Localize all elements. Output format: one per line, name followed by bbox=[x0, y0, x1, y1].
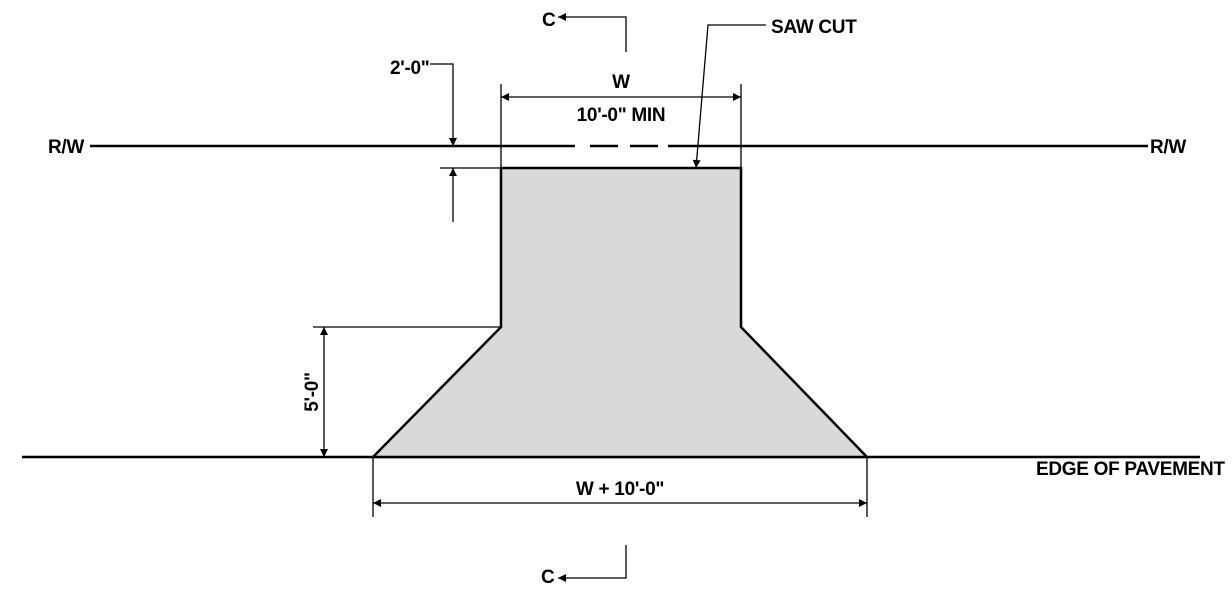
width-minimum-label: 10'-0" MIN bbox=[577, 105, 666, 126]
saw-cut-leader bbox=[692, 24, 766, 169]
section-marker-bottom-leader bbox=[558, 545, 627, 582]
right-of-way-label-right: R/W bbox=[1150, 137, 1186, 158]
section-marker-bottom-label: C bbox=[541, 567, 555, 588]
base-width-label: W + 10'-0" bbox=[576, 479, 664, 500]
right-of-way-label-left: R/W bbox=[48, 137, 84, 158]
section-marker-top-label: C bbox=[542, 10, 556, 31]
flare-depth-label: 5'-0" bbox=[302, 372, 323, 412]
saw-cut-label: SAW CUT bbox=[771, 17, 857, 38]
section-marker-top-leader bbox=[558, 13, 627, 52]
offset-dimension-label: 2'-0" bbox=[390, 58, 430, 79]
driveway-apron bbox=[370, 166, 870, 459]
width-symbol-label: W bbox=[612, 72, 630, 93]
edge-of-pavement-label: EDGE OF PAVEMENT bbox=[1036, 459, 1225, 480]
offset-dimension-arrow-down bbox=[430, 63, 457, 146]
